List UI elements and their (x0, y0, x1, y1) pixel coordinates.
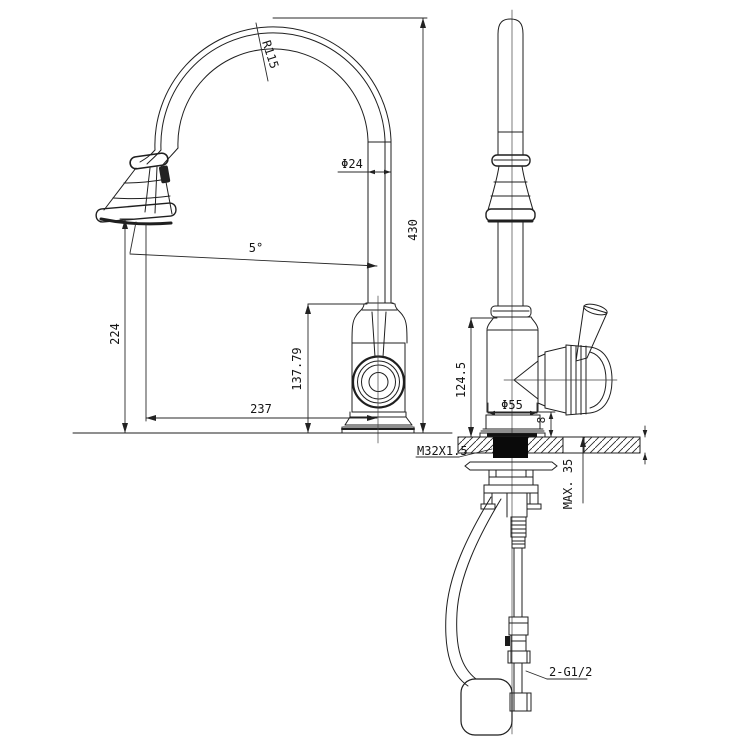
dim-radius-leader (255, 22, 269, 82)
countertop-section (457, 436, 641, 458)
faucet-body-front (486, 305, 539, 413)
body-cap-ring (351, 355, 406, 409)
handle-cap (583, 303, 608, 316)
label-overall-height: 430 (406, 219, 420, 241)
spout-column-front (497, 18, 524, 156)
label-spray-angle: 5° (249, 241, 263, 255)
dim-spray-angle (129, 221, 378, 269)
valve-assembly (503, 303, 618, 416)
pulldown-hose (445, 496, 492, 687)
label-body-height: 124.5 (454, 362, 468, 398)
dimensions (119, 17, 648, 680)
dimension-labels: R115 Φ24 430 5° 224 137.79 237 124.5 Φ55… (108, 39, 592, 679)
spout-arc (154, 26, 392, 151)
dim-overall-height (272, 17, 428, 434)
supply-hoses (445, 496, 532, 736)
label-max-deck: MAX. 35 (561, 459, 575, 510)
label-hose-thread: 2-G1/2 (549, 665, 592, 679)
mounting-hardware (464, 461, 558, 518)
dim-base-diameter (487, 402, 538, 416)
spout-tube (367, 139, 392, 304)
dim-reach (145, 223, 378, 422)
spray-head (95, 147, 179, 226)
dim-body-height (468, 317, 498, 438)
side-view (72, 26, 453, 444)
spray-button (158, 165, 171, 184)
label-base-diameter: Φ55 (501, 398, 523, 412)
label-base-gap: 8 (535, 417, 548, 424)
hose-weight (460, 678, 513, 736)
dim-head-height (119, 218, 134, 434)
label-outlet-height: 137.79 (290, 347, 304, 390)
dim-outlet-height (305, 303, 368, 434)
label-head-height: 224 (108, 323, 122, 345)
front-view (445, 9, 641, 736)
dim-max-deck (580, 425, 648, 504)
dim-hose-thread (525, 670, 588, 680)
label-reach: 237 (250, 402, 272, 416)
faucet-body-side (351, 302, 408, 413)
threaded-shank-section (493, 437, 528, 458)
dim-mount-thread (415, 448, 493, 458)
label-mount-thread: M32X1.5 (417, 444, 468, 458)
g12-fitting (509, 692, 532, 712)
label-tube-diameter: Φ24 (341, 157, 363, 171)
dim-base-gap (538, 411, 556, 438)
spray-head-front (485, 154, 536, 307)
